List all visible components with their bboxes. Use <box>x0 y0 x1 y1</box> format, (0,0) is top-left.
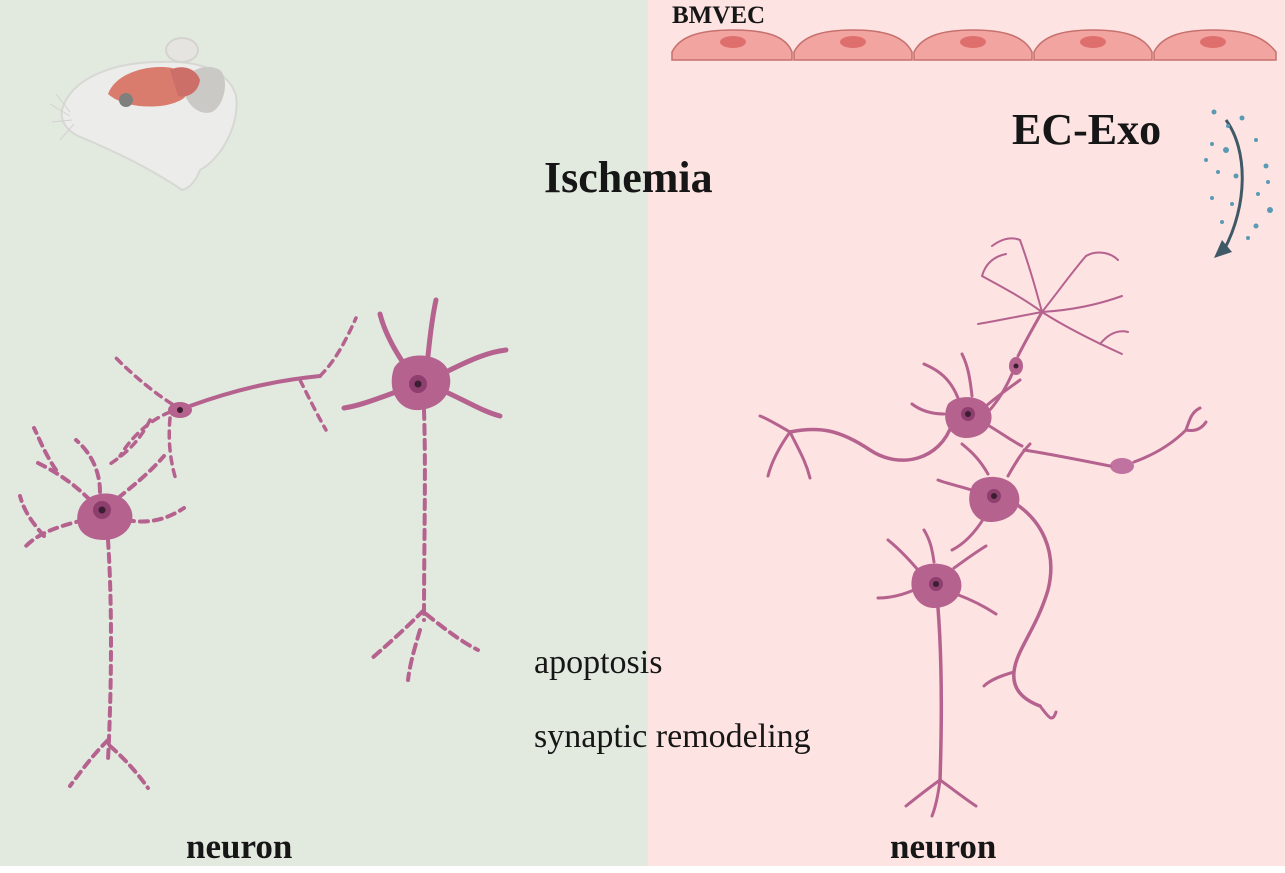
damaged-neuron-group <box>18 297 509 790</box>
healthy-neuron <box>758 352 1024 480</box>
endothelial-cell <box>1153 29 1277 61</box>
healthy-neuron <box>977 237 1129 416</box>
right-neuron-caption: neuron <box>890 827 997 866</box>
mouse-brain-icon <box>49 37 238 192</box>
endothelial-cell <box>913 29 1033 61</box>
endothelial-cell <box>671 29 793 61</box>
damaged-neuron <box>341 297 509 682</box>
ec-exo-label: EC-Exo <box>1012 105 1162 154</box>
healthy-neuron <box>876 528 998 818</box>
bmvec-cell-layer <box>671 29 1277 61</box>
process-label-apoptosis: apoptosis <box>534 644 663 681</box>
left-neuron-caption: neuron <box>186 827 293 866</box>
healthy-neuron <box>1022 406 1208 474</box>
healthy-neuron-group <box>758 237 1208 818</box>
exosome-release-arrow <box>1204 109 1273 258</box>
endothelial-cell <box>1033 29 1153 61</box>
endothelial-cell <box>793 29 913 61</box>
damaged-neuron <box>18 426 186 790</box>
healthy-neuron <box>936 442 1058 720</box>
damaged-neuron <box>108 316 358 482</box>
figure-title: Ischemia <box>544 153 713 202</box>
bmvec-label: BMVEC <box>672 2 766 29</box>
exosome-dots <box>1204 109 1273 240</box>
process-label-synaptic-remodeling: synaptic remodeling <box>534 718 811 755</box>
